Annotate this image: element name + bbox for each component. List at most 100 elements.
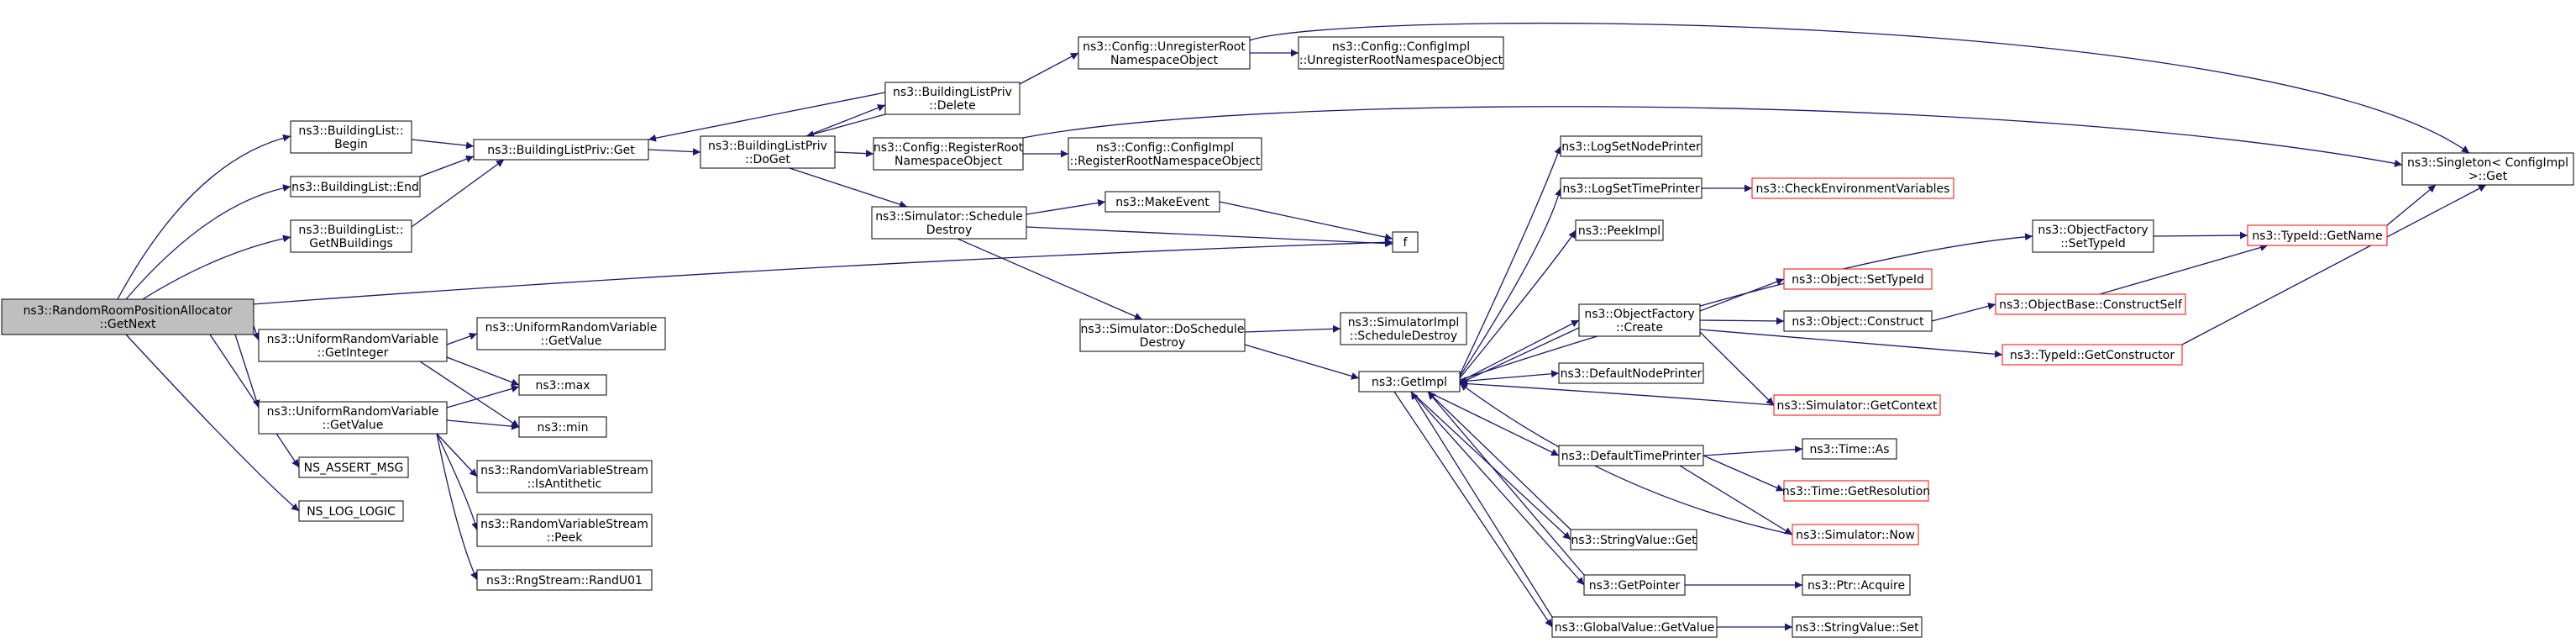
node-box bbox=[1783, 310, 1933, 332]
edge-getimpl-to-lognode bbox=[1459, 145, 1562, 376]
node-label: ns3::Time::As bbox=[1809, 443, 1889, 456]
node-blp-get[interactable]: ns3::BuildingListPriv::Get bbox=[473, 139, 649, 161]
edge-uni_int-to-min bbox=[419, 361, 520, 428]
node-label: ns3::BuildingList::End bbox=[291, 181, 419, 194]
node-obj-settype[interactable]: ns3::Object::SetTypeId bbox=[1783, 268, 1933, 290]
node-singleton[interactable]: ns3::Singleton< ConfigImpl>::Get bbox=[2401, 152, 2574, 186]
node-time-res[interactable]: ns3::Time::GetResolution bbox=[1782, 480, 1930, 502]
node-ptr-acquire[interactable]: ns3::Ptr::Acquire bbox=[1802, 574, 1911, 596]
node-checkenv[interactable]: ns3::CheckEnvironmentVariables bbox=[1751, 177, 1954, 199]
node-box bbox=[1551, 616, 1718, 638]
node-rvs-peek[interactable]: ns3::RandomVariableStream::Peek bbox=[476, 514, 653, 547]
node-sim-sched[interactable]: ns3::Simulator::ScheduleDestroy bbox=[871, 206, 1027, 240]
node-lognode[interactable]: ns3::LogSetNodePrinter bbox=[1560, 135, 1702, 157]
edge-root-to-uni_val bbox=[234, 334, 260, 408]
node-label: GetNBuildings bbox=[309, 237, 393, 250]
edge-sim_sched-to-makeevent bbox=[1026, 198, 1106, 215]
node-sim-getctx[interactable]: ns3::Simulator::GetContext bbox=[1773, 394, 1941, 416]
edge-line bbox=[419, 155, 475, 177]
node-label: ns3::MakeEvent bbox=[1115, 196, 1209, 209]
node-label: ::GetInteger bbox=[317, 346, 389, 360]
node-str-set[interactable]: ns3::StringValue::Set bbox=[1792, 616, 1923, 638]
edge-getptr-to-getimpl bbox=[1427, 391, 1585, 576]
node-logtime[interactable]: ns3::LogSetTimePrinter bbox=[1560, 177, 1702, 199]
edge-cfg_unreg-to-singleton bbox=[1249, 22, 2470, 154]
edge-typeid_getname-to-singleton bbox=[2386, 184, 2437, 226]
node-max[interactable]: ns3::max bbox=[518, 374, 607, 396]
node-typeid-getname[interactable]: ns3::TypeId::GetName bbox=[2247, 224, 2388, 246]
node-label: ns3::ObjectFactory bbox=[2038, 224, 2148, 237]
edge-uni_val-to-max bbox=[446, 385, 520, 408]
node-cfg-unreg[interactable]: ns3::Config::UnregisterRootNamespaceObje… bbox=[1078, 36, 1251, 70]
edge-blp_delete-to-cfg_unreg bbox=[1019, 52, 1079, 85]
edge-blp_get-to-blp_doget bbox=[648, 148, 701, 156]
edge-line bbox=[805, 104, 886, 137]
edge-objfac_create-to-obj_construct bbox=[1699, 317, 1785, 325]
node-label: ns3::Simulator::Now bbox=[1796, 529, 1915, 542]
node-objfac-create[interactable]: ns3::ObjectFactory::Create bbox=[1578, 303, 1701, 337]
node-uni-getvalue2[interactable]: ns3::UniformRandomVariable::GetValue bbox=[476, 317, 666, 350]
node-label: ns3::TypeId::GetConstructor bbox=[2010, 349, 2175, 362]
node-box bbox=[1995, 293, 2186, 315]
node-label: ns3::Simulator::Schedule bbox=[875, 210, 1023, 224]
node-time-as[interactable]: ns3::Time::As bbox=[1802, 438, 1897, 460]
node-obj-construct[interactable]: ns3::Object::Construct bbox=[1783, 310, 1933, 332]
node-getimpl[interactable]: ns3::GetImpl bbox=[1358, 371, 1461, 393]
node-getptr[interactable]: ns3::GetPointer bbox=[1583, 574, 1686, 596]
edge-bl_end-to-blp_get bbox=[419, 155, 475, 177]
node-makeevent[interactable]: ns3::MakeEvent bbox=[1104, 191, 1220, 213]
node-objfac-settype[interactable]: ns3::ObjectFactory::SetTypeId bbox=[2032, 219, 2154, 253]
node-box bbox=[476, 514, 653, 547]
node-uni-int[interactable]: ns3::UniformRandomVariable::GetInteger bbox=[258, 329, 448, 362]
node-deftime[interactable]: ns3::DefaultTimePrinter bbox=[1558, 445, 1704, 466]
edge-line bbox=[1459, 145, 1562, 376]
node-objbase-construct[interactable]: ns3::ObjectBase::ConstructSelf bbox=[1995, 293, 2186, 315]
node-assert[interactable]: NS_ASSERT_MSG bbox=[298, 456, 409, 478]
node-cfgimpl-reg[interactable]: ns3::Config::ConfigImpl::RegisterRootNam… bbox=[1068, 137, 1262, 171]
edge-line bbox=[2153, 231, 2248, 240]
edge-line bbox=[1022, 106, 2403, 167]
node-gv-get[interactable]: ns3::GlobalValue::GetValue bbox=[1551, 616, 1718, 638]
node-min[interactable]: ns3::min bbox=[518, 416, 607, 438]
node-bl-begin[interactable]: ns3::BuildingList::Begin bbox=[290, 120, 412, 154]
node-defnode[interactable]: ns3::DefaultNodePrinter bbox=[1558, 362, 1704, 384]
node-label: ns3::BuildingList:: bbox=[298, 124, 403, 138]
nodes-layer: ns3::RandomRoomPositionAllocator::GetNex… bbox=[1, 36, 2574, 638]
node-box bbox=[2401, 152, 2574, 186]
node-label: ns3::RandomVariableStream bbox=[480, 518, 648, 531]
edge-line bbox=[1699, 331, 1775, 406]
edge-line bbox=[1699, 329, 2003, 358]
edge-deftime-to-time_as bbox=[1702, 445, 1803, 456]
node-root[interactable]: ns3::RandomRoomPositionAllocator::GetNex… bbox=[1, 298, 254, 335]
node-rvs-anti[interactable]: ns3::RandomVariableStream::IsAntithetic bbox=[476, 460, 653, 493]
node-blp-delete[interactable]: ns3::BuildingListPriv::Delete bbox=[884, 82, 1020, 115]
node-label: ns3::StringValue::Set bbox=[1795, 621, 1919, 635]
edge-line bbox=[957, 238, 1143, 320]
node-label: ns3::GlobalValue::GetValue bbox=[1555, 621, 1714, 635]
node-typeid-getctor[interactable]: ns3::TypeId::GetConstructor bbox=[2002, 344, 2183, 366]
node-loglogic[interactable]: NS_LOG_LOGIC bbox=[298, 500, 404, 522]
node-cfg-reg[interactable]: ns3::Config::RegisterRootNamespaceObject bbox=[873, 137, 1024, 171]
node-uni-val[interactable]: ns3::UniformRandomVariable::GetValue bbox=[258, 401, 448, 435]
edge-line bbox=[834, 150, 874, 158]
node-label: Destroy bbox=[926, 224, 972, 237]
node-blp-doget[interactable]: ns3::BuildingListPriv::DoGet bbox=[700, 135, 836, 169]
node-cfgimpl-unreg[interactable]: ns3::Config::ConfigImpl::UnregisterRootN… bbox=[1298, 36, 1504, 70]
node-box bbox=[2247, 224, 2388, 246]
edge-line bbox=[1410, 391, 1585, 586]
edge-line bbox=[1244, 324, 1341, 333]
node-strget[interactable]: ns3::StringValue::Get bbox=[1570, 529, 1697, 551]
node-label: ns3::Object::SetTypeId bbox=[1792, 273, 1924, 287]
node-f[interactable]: f bbox=[1392, 231, 1419, 253]
node-bl-getn[interactable]: ns3::BuildingList::GetNBuildings bbox=[290, 219, 412, 253]
node-rng[interactable]: ns3::RngStream::RandU01 bbox=[476, 569, 653, 591]
node-peekimpl[interactable]: ns3::PeekImpl bbox=[1575, 219, 1664, 241]
node-sim-now[interactable]: ns3::Simulator::Now bbox=[1792, 524, 1919, 545]
node-box bbox=[1, 298, 254, 335]
node-simimpl-sched[interactable]: ns3::SimulatorImpl::ScheduleDestroy bbox=[1340, 312, 1467, 345]
node-bl-end[interactable]: ns3::BuildingList::End bbox=[290, 176, 421, 198]
edge-line bbox=[1219, 201, 1393, 241]
edge-line bbox=[446, 332, 478, 345]
node-label: ns3::Ptr::Acquire bbox=[1807, 579, 1905, 593]
